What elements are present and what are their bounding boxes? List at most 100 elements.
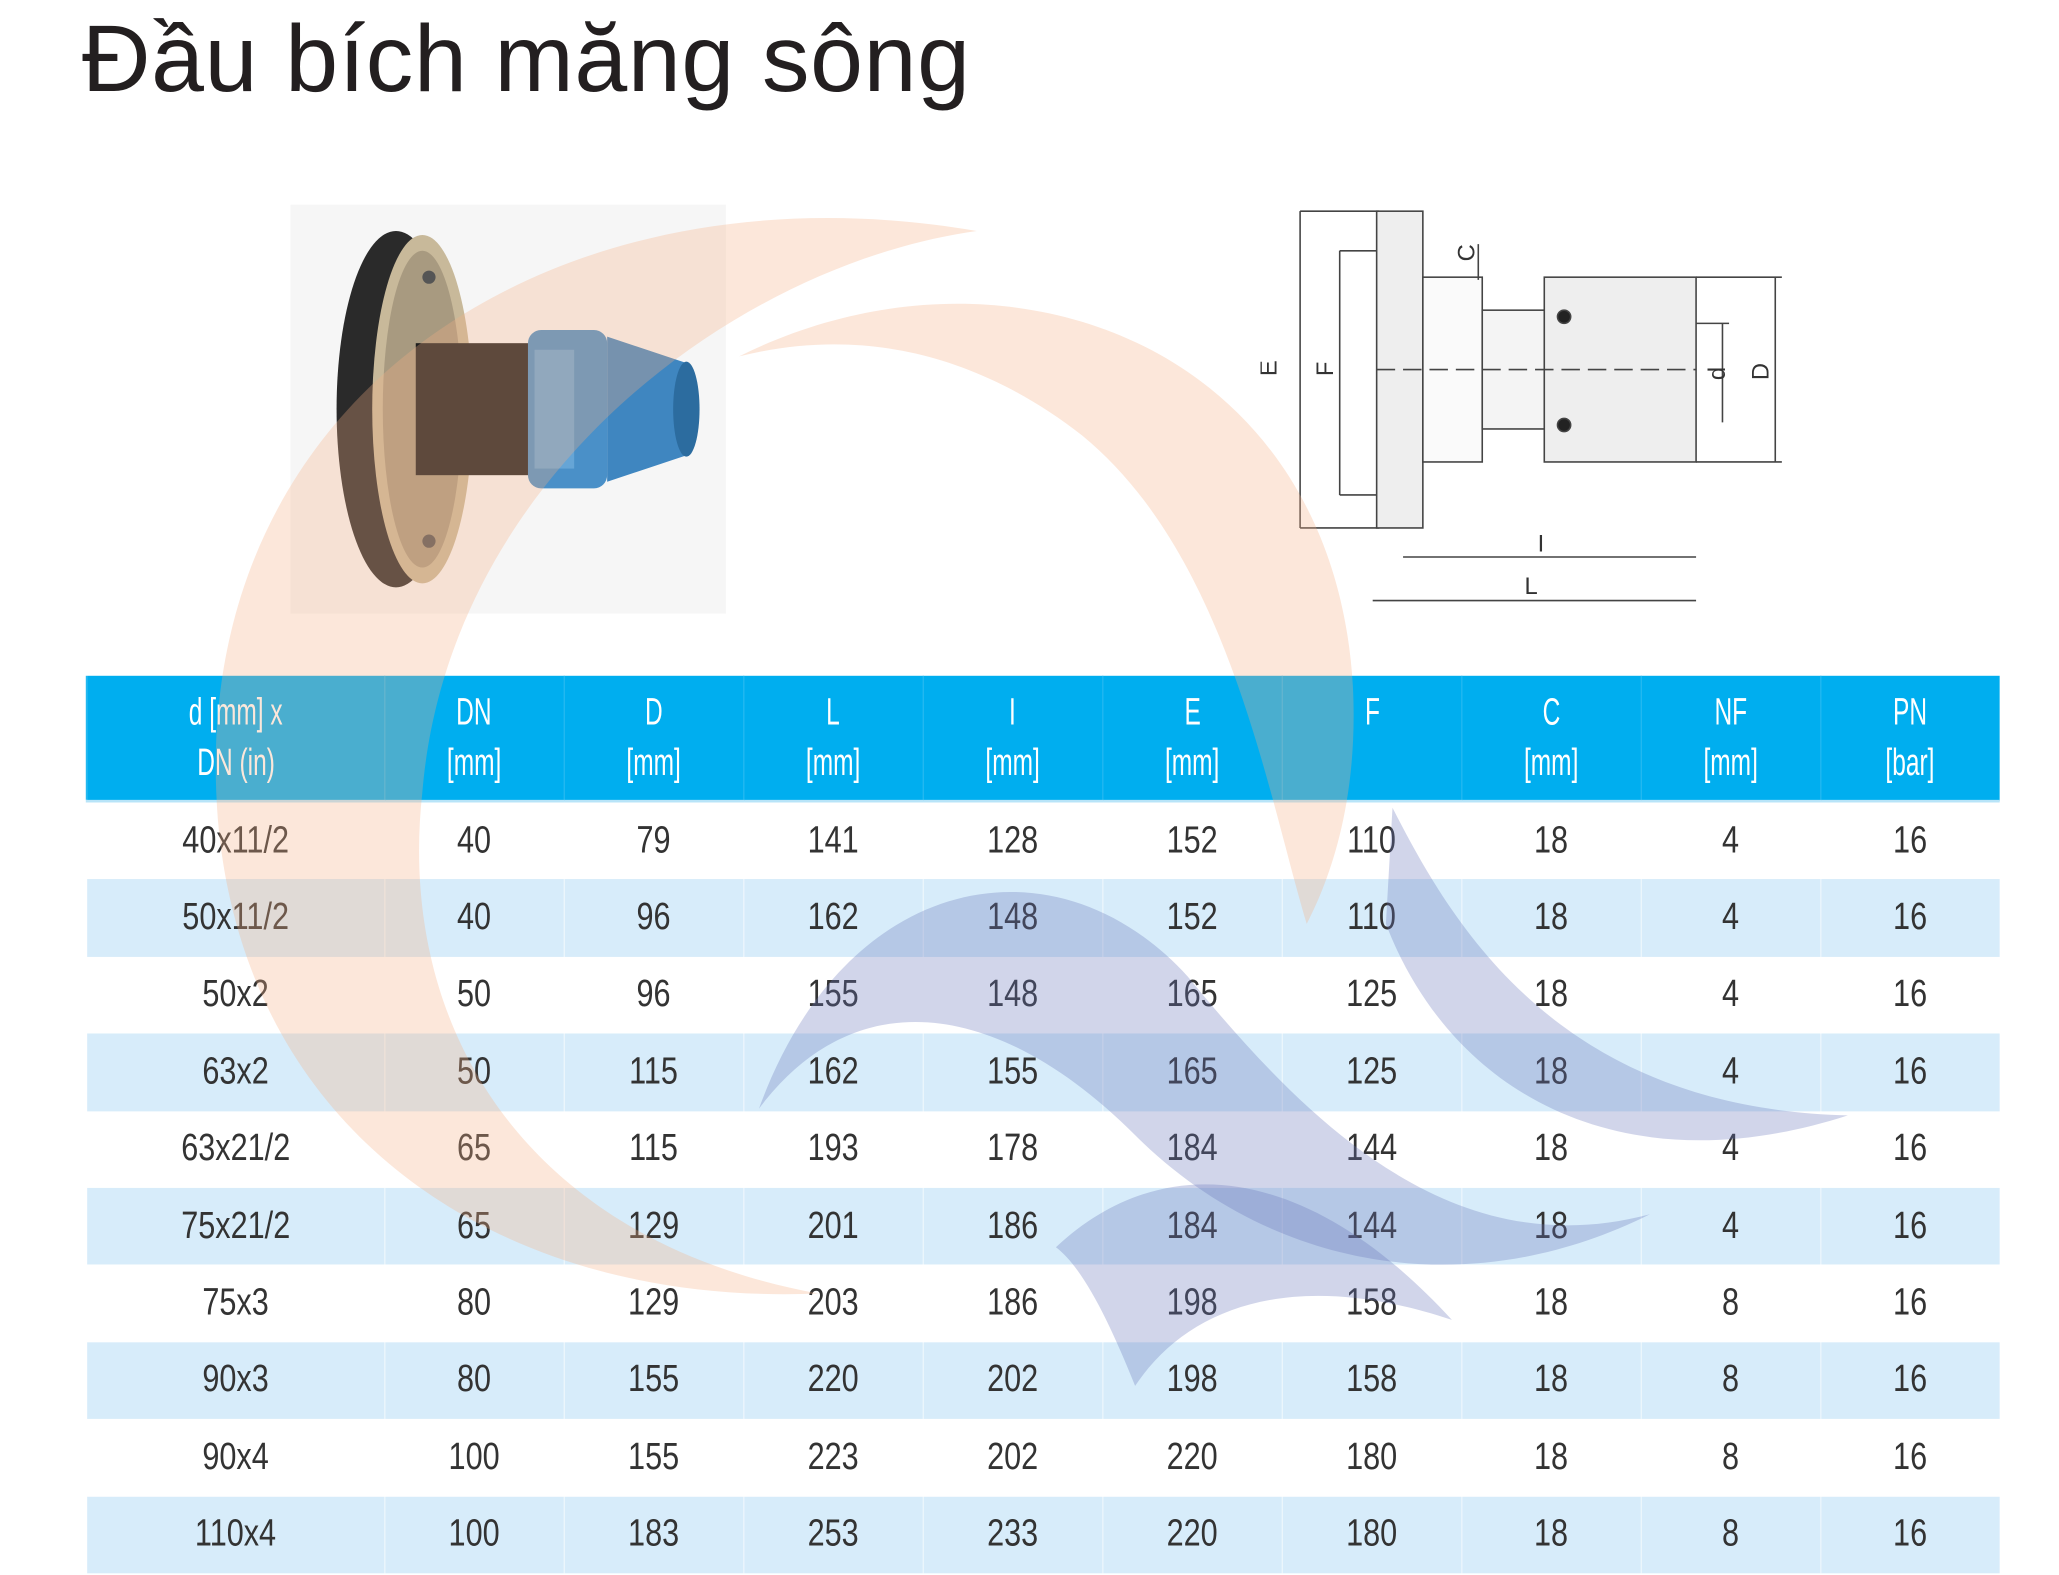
table-cell: 155 <box>743 956 924 1034</box>
table-cell: 198 <box>1102 1341 1283 1420</box>
column-header: DN[mm] <box>384 675 565 802</box>
table-cell: 162 <box>743 879 924 957</box>
table-cell: 186 <box>922 1264 1103 1342</box>
column-header-label: E[mm] <box>1165 691 1220 785</box>
cell-value: 110 <box>1347 819 1397 862</box>
label-E: E <box>1261 360 1283 376</box>
table-cell: 80 <box>384 1341 565 1420</box>
column-header-label: PN[bar] <box>1886 691 1936 785</box>
table-cell: 50x2 <box>85 956 385 1034</box>
table-cell: 16 <box>1820 1496 2000 1574</box>
table-cell: 18 <box>1461 1264 1642 1342</box>
table-cell: 193 <box>743 1110 924 1188</box>
page-title: Đầu bích măng sông <box>81 6 971 113</box>
cell-value: 158 <box>1346 1281 1398 1324</box>
table-cell: 96 <box>563 879 744 957</box>
table-cell: 8 <box>1640 1264 1821 1342</box>
cell-value: 186 <box>987 1281 1039 1324</box>
table-cell: 18 <box>1461 799 1642 880</box>
cell-value: 96 <box>636 896 672 939</box>
table-cell: 40 <box>384 879 565 957</box>
cell-value: 158 <box>1346 1358 1398 1401</box>
cell-value: 75x21/2 <box>181 1204 291 1247</box>
cell-value: 18 <box>1534 1435 1569 1479</box>
cell-value: 18 <box>1534 819 1569 862</box>
cell-value: 80 <box>457 1358 492 1401</box>
table-cell: 79 <box>563 799 744 880</box>
table-cell: 18 <box>1461 1496 1642 1574</box>
table-cell: 50 <box>384 956 565 1034</box>
table-cell: 202 <box>922 1419 1103 1497</box>
cell-value: 162 <box>807 896 860 939</box>
table-cell: 180 <box>1281 1496 1462 1574</box>
table-cell: 155 <box>563 1341 744 1420</box>
cell-value: 65 <box>457 1204 492 1247</box>
cell-value: 79 <box>636 819 672 862</box>
cell-value: 201 <box>807 1204 860 1247</box>
cell-value: 40 <box>457 896 492 939</box>
cell-value: 180 <box>1346 1435 1398 1479</box>
cell-value: 18 <box>1534 1050 1569 1093</box>
table-cell: 100 <box>384 1419 565 1497</box>
table-cell: 16 <box>1820 1419 2000 1497</box>
table-cell: 4 <box>1640 799 1821 880</box>
cell-value: 193 <box>807 1127 860 1170</box>
label-D: D <box>1748 363 1775 380</box>
table-cell: 18 <box>1461 1187 1642 1265</box>
cell-value: 16 <box>1893 819 1928 862</box>
cell-value: 128 <box>987 819 1039 862</box>
cell-value: 50x11/2 <box>182 896 289 939</box>
table-cell: 155 <box>563 1419 744 1497</box>
table-cell: 18 <box>1461 879 1642 957</box>
table-cell: 115 <box>563 1033 744 1111</box>
cell-value: 63x2 <box>202 1050 269 1093</box>
table-cell: 40x11/2 <box>85 799 385 880</box>
table-cell: 220 <box>1102 1419 1283 1497</box>
table-cell: 165 <box>1102 956 1283 1034</box>
table-cell: 4 <box>1640 1110 1821 1188</box>
table-cell: 18 <box>1461 1033 1642 1111</box>
table-cell: 50x11/2 <box>85 879 385 957</box>
label-I: I <box>1538 531 1545 558</box>
cell-value: 16 <box>1893 1050 1928 1093</box>
cell-value: 162 <box>807 1050 860 1093</box>
cell-value: 18 <box>1534 1204 1569 1247</box>
label-L: L <box>1524 573 1537 600</box>
product-photo <box>290 204 726 614</box>
table-cell: 16 <box>1820 799 2000 880</box>
cell-value: 220 <box>807 1358 860 1401</box>
cell-value: 155 <box>987 1050 1039 1093</box>
cell-value: 144 <box>1346 1204 1398 1247</box>
cell-value: 16 <box>1893 973 1928 1016</box>
table-cell: 63x2 <box>85 1033 385 1111</box>
table-cell: 16 <box>1820 1033 2000 1111</box>
cell-value: 148 <box>987 896 1039 939</box>
table-cell: 186 <box>922 1187 1103 1265</box>
table-cell: 16 <box>1820 1187 2000 1265</box>
table-cell: 16 <box>1820 1341 2000 1420</box>
column-header-label: F <box>1364 691 1380 734</box>
column-header: D[mm] <box>563 675 744 802</box>
table-cell: 144 <box>1281 1110 1462 1188</box>
column-header: E[mm] <box>1102 675 1283 802</box>
cell-value: 16 <box>1893 1281 1928 1324</box>
cell-value: 115 <box>629 1050 679 1093</box>
cell-value: 129 <box>628 1204 680 1247</box>
table-cell: 183 <box>563 1496 744 1574</box>
table-cell: 4 <box>1640 956 1821 1034</box>
cell-value: 155 <box>628 1358 680 1401</box>
column-header-label: C[mm] <box>1524 691 1579 785</box>
cell-value: 90x3 <box>202 1358 269 1401</box>
cell-value: 16 <box>1893 1512 1928 1556</box>
column-header-label: D[mm] <box>626 691 682 785</box>
cell-value: 18 <box>1534 1281 1569 1324</box>
cell-value: 155 <box>628 1435 680 1479</box>
column-header-label: NF[mm] <box>1703 691 1759 785</box>
